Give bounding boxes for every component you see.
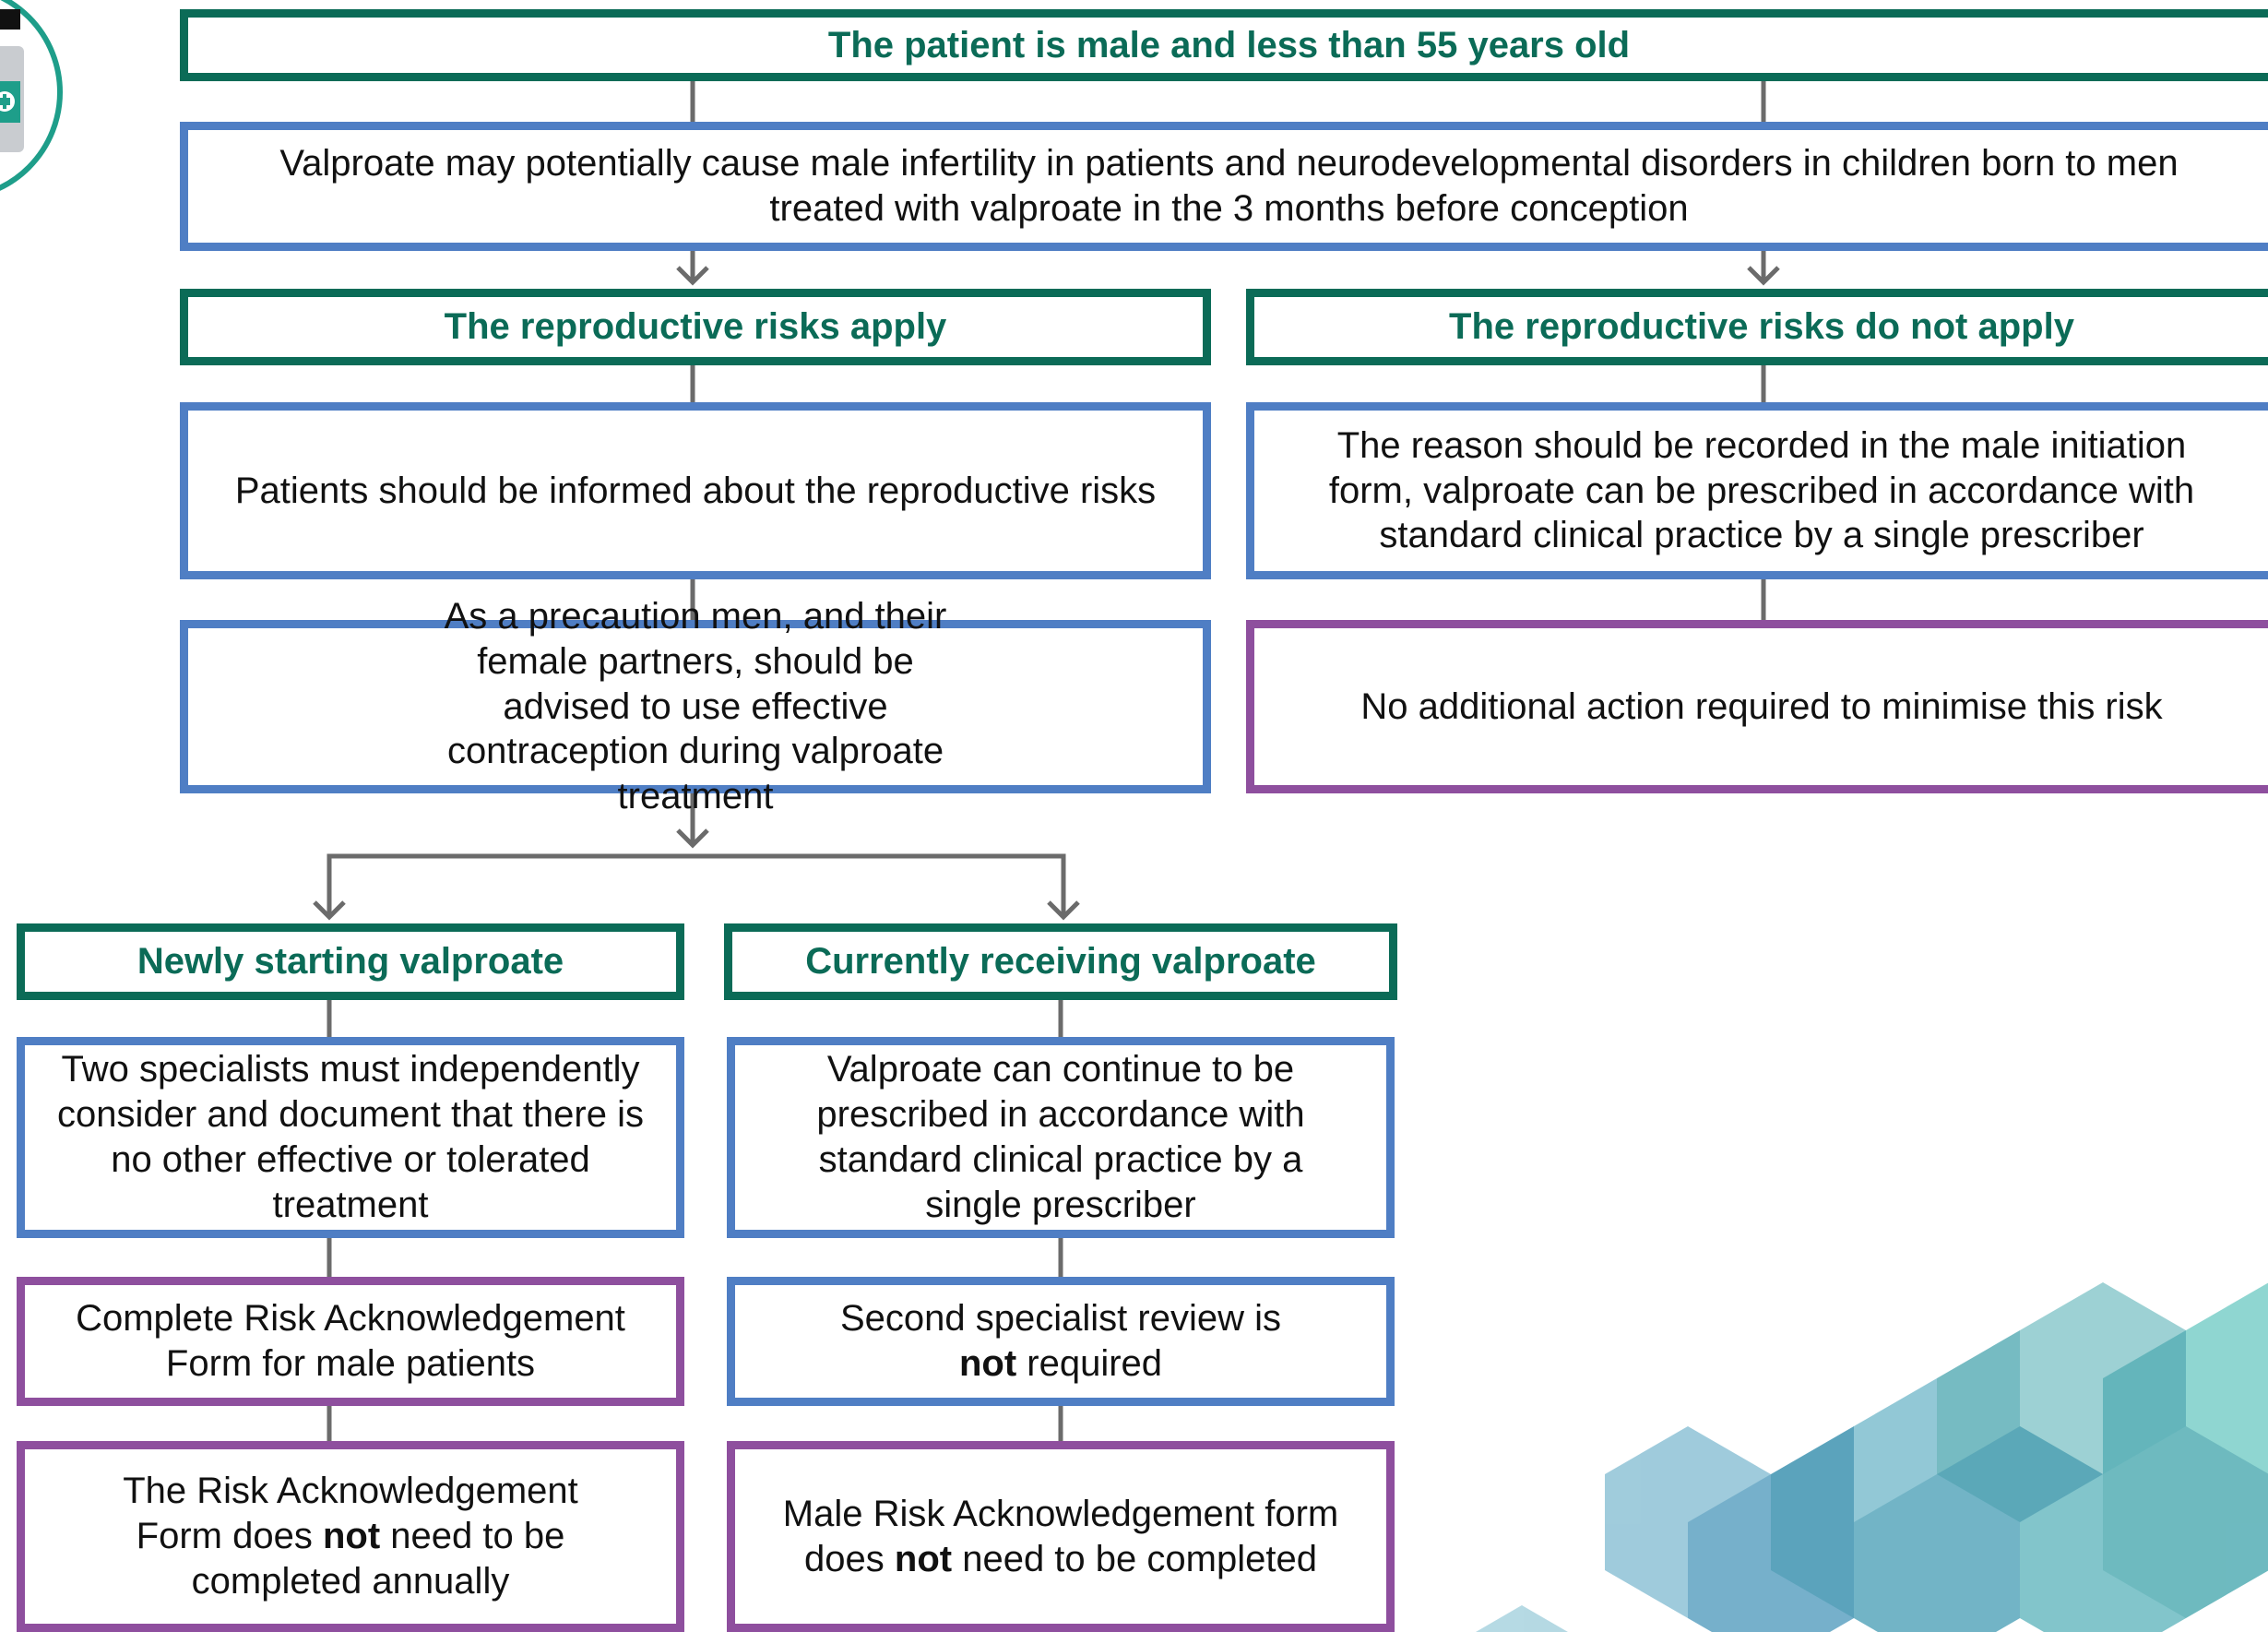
inform-patients-text: Patients should be informed about the re… [234, 470, 1157, 511]
newly-starting-heading: Newly starting valproate [17, 923, 684, 1000]
no-action-box: No additional action required to minimis… [1246, 620, 2268, 793]
form-annual-box: The Risk Acknowledgement Form does not n… [17, 1441, 684, 1632]
risks-not-apply-heading: The reproductive risks do not apply [1246, 289, 2268, 365]
second-review-box: Second specialist review is not required [727, 1277, 1395, 1406]
second-review-text-pre: Second specialist review is [840, 1298, 1281, 1340]
contraception-box: As a precaution men, and their female pa… [180, 596, 1211, 816]
medicine-bottle-icon [0, 0, 63, 191]
continue-prescribing-box: Valproate can continue to be prescribed … [727, 1037, 1395, 1238]
complete-form-text: Complete Risk Acknowledgement Form for m… [76, 1298, 625, 1384]
second-review-text-bold: not [958, 1343, 1017, 1384]
start-box: The patient is male and less than 55 yea… [180, 9, 2268, 81]
male-form-text-post: need to be completed [952, 1538, 1317, 1579]
two-specialists-text: Two specialists must independently consi… [57, 1049, 644, 1225]
risks-not-apply-label: The reproductive risks do not apply [1449, 306, 2074, 348]
complete-form-box: Complete Risk Acknowledgement Form for m… [17, 1277, 684, 1406]
risks-apply-heading: The reproductive risks apply [180, 289, 1211, 365]
male-form-text-bold: not [894, 1538, 953, 1579]
record-reason-box: The reason should be recorded in the mal… [1246, 402, 2268, 579]
currently-receiving-heading: Currently receiving valproate [724, 923, 1397, 1000]
second-review-text: Second specialist review is not required [809, 1296, 1312, 1387]
form-annual-text-bold: not [322, 1516, 381, 1557]
form-annual-text-pre: The Risk Acknowledgement Form does [123, 1471, 578, 1557]
no-action-text: No additional action required to minimis… [1360, 685, 2163, 727]
risks-apply-label: The reproductive risks apply [444, 306, 947, 348]
form-annual-text-post: need to be completed annually [191, 1516, 565, 1602]
currently-receiving-label: Currently receiving valproate [805, 941, 1316, 983]
start-label: The patient is male and less than 55 yea… [827, 24, 1631, 66]
risk-info-box: Valproate may potentially cause male inf… [180, 122, 2268, 251]
contraception-text: As a precaution men, and their female pa… [444, 596, 947, 817]
record-reason-text: The reason should be recorded in the mal… [1328, 424, 2195, 556]
male-form-box: Male Risk Acknowledgement form does not … [727, 1441, 1395, 1632]
risk-info-text: Valproate may potentially cause male inf… [279, 143, 2179, 229]
form-annual-text: The Risk Acknowledgement Form does not n… [80, 1469, 621, 1603]
continue-prescribing-text: Valproate can continue to be prescribed … [816, 1049, 1305, 1225]
inform-patients-box: Patients should be informed about the re… [180, 402, 1211, 579]
second-review-text-post: required [1016, 1343, 1163, 1384]
male-form-text: Male Risk Acknowledgement form does not … [763, 1492, 1359, 1582]
two-specialists-box: Two specialists must independently consi… [17, 1037, 684, 1238]
newly-starting-label: Newly starting valproate [137, 941, 564, 983]
male-form-text-pre: Male Risk Acknowledgement form does [782, 1493, 1339, 1579]
